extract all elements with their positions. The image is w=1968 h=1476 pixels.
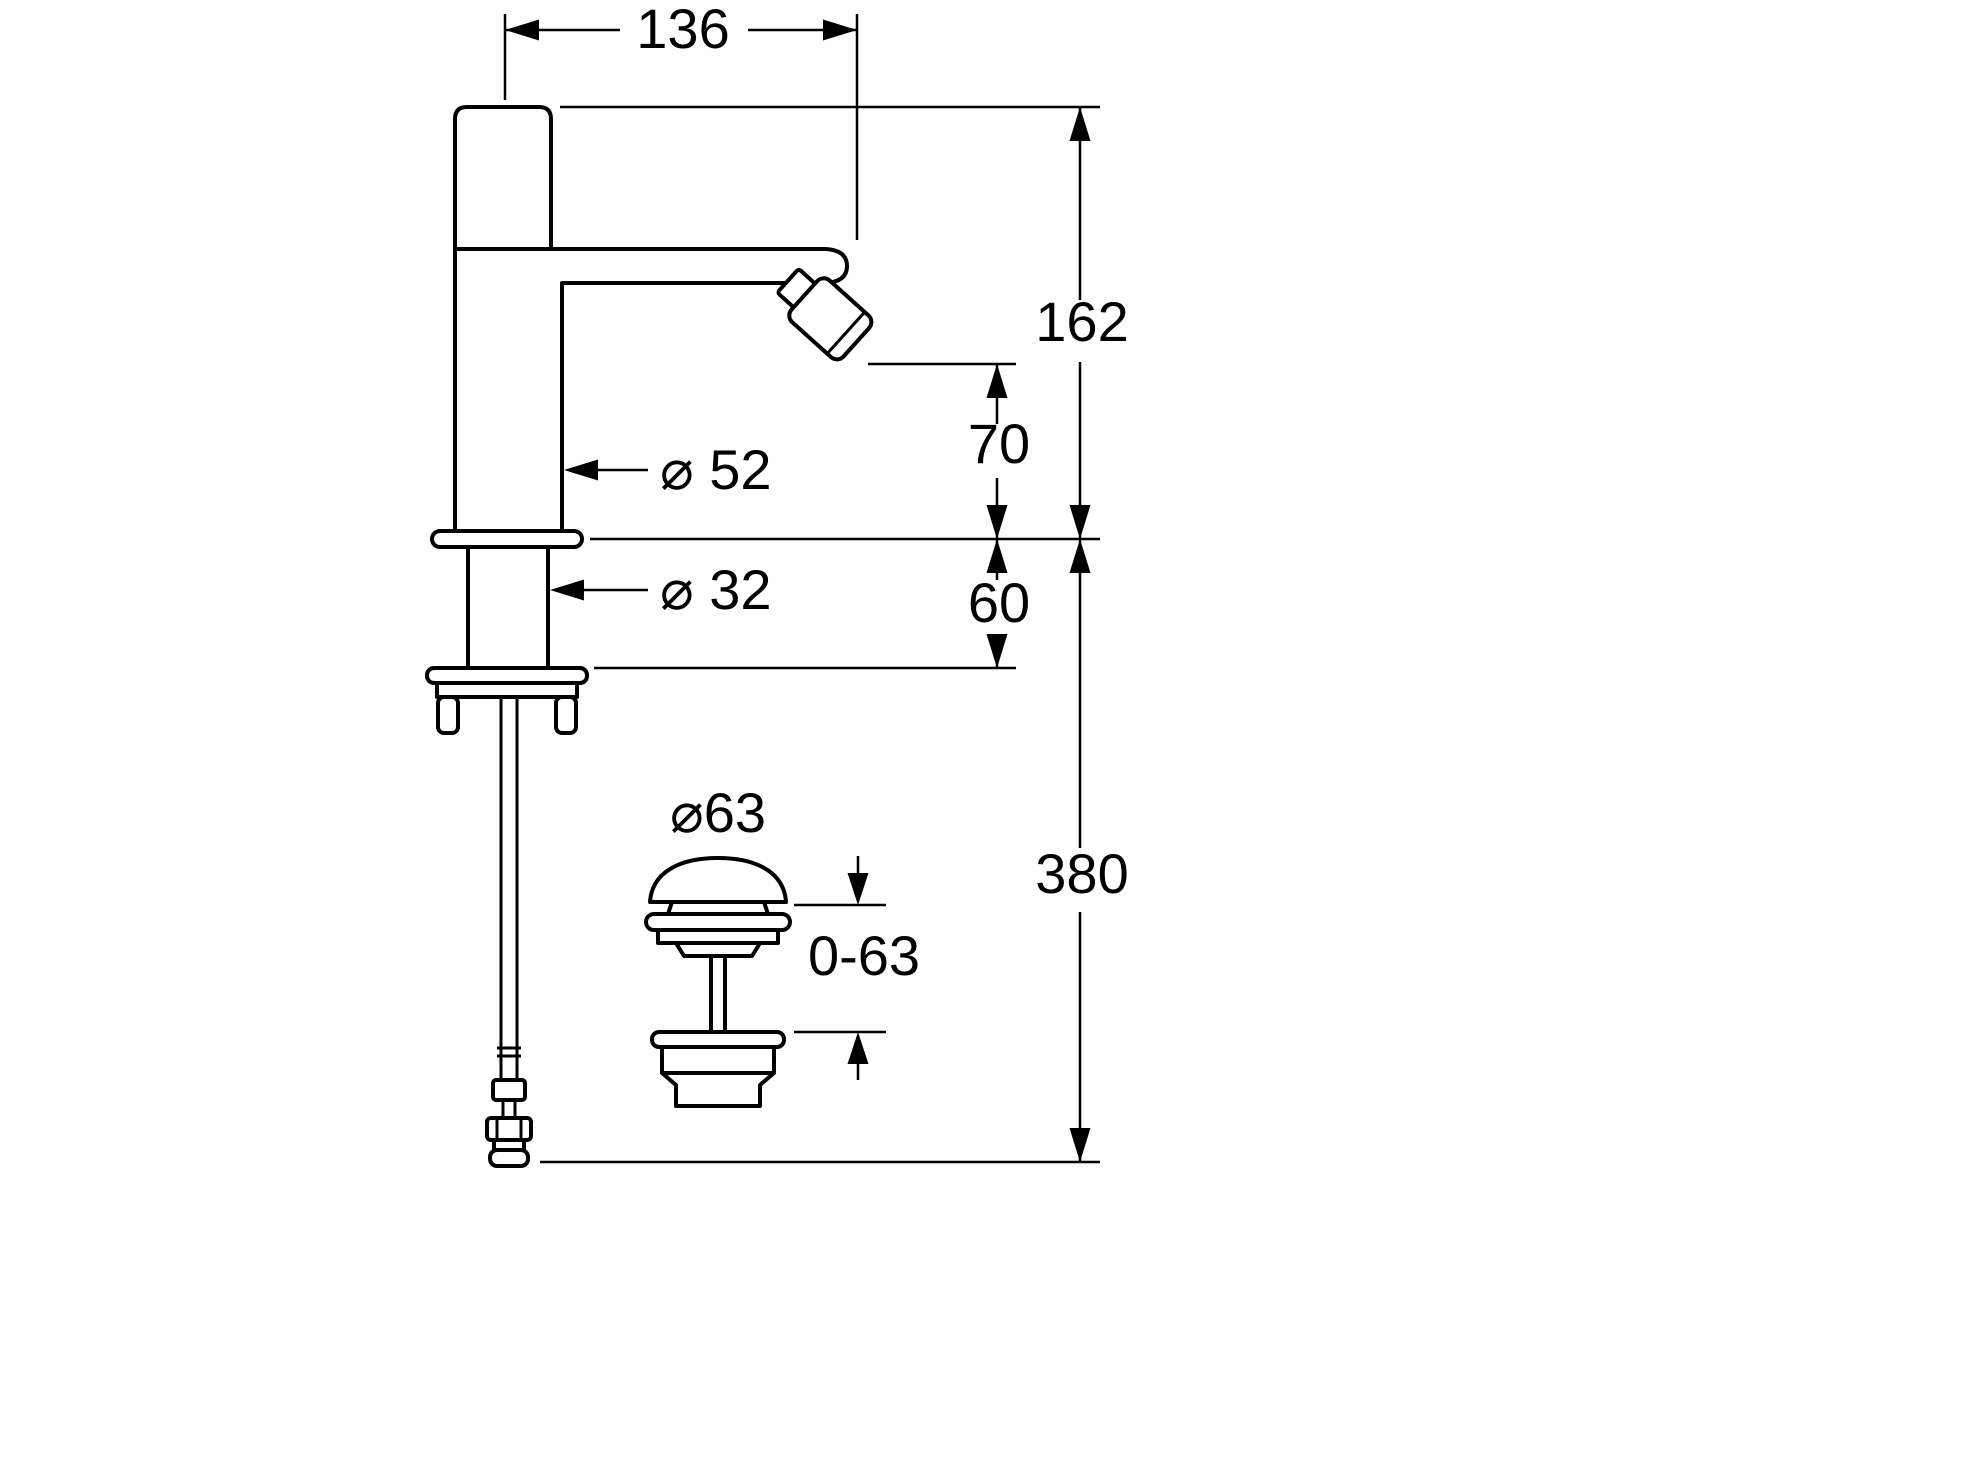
supply-pipe [485,697,533,1168]
mounting-washer-bottom [435,681,579,699]
dim-dia-52: ⌀ 52 [564,438,772,501]
spray-head [776,268,874,362]
pipe-fitting [491,1078,527,1102]
arrowhead-up [986,364,1008,398]
mounting-stud-right [554,695,578,735]
dim-dia52-label: ⌀ 52 [660,438,772,501]
arrowhead-up [847,1032,869,1064]
dim-dia32-label: ⌀ 32 [660,558,772,621]
dim-dia-32: ⌀ 32 [550,558,772,621]
arrowhead-down [986,634,1008,668]
dim-136: 136 [503,0,859,240]
pipe-end-nut [488,1148,530,1168]
pipe-nut [485,1116,533,1142]
dim-380: 380 [540,539,1129,1164]
waste-flange [644,912,792,932]
arrowhead-left [505,19,539,41]
arrowhead-right [823,19,857,41]
arrowhead-down [986,505,1008,539]
waste-body-bottom [660,1071,776,1108]
faucet [425,105,874,1168]
waste-body-plate [650,1030,786,1049]
dim-60-label: 60 [968,571,1030,634]
dim-162: 162 [560,105,1129,541]
dim-70: 70 [868,362,1030,539]
spray-head-cylinder [787,276,874,362]
spray-head-face-line [826,311,866,355]
dim-380-label: 380 [1035,842,1128,905]
waste-body-mid [660,1045,776,1075]
arrowhead-down [847,873,869,905]
dim-dia63-label: ⌀63 [670,781,766,844]
dim-dia-63: ⌀63 [670,781,766,844]
dim-162-label: 162 [1035,290,1128,353]
dim-136-label: 136 [636,0,729,60]
dim-0-63: 0-63 [794,856,920,1080]
popup-waste [644,856,792,1108]
waste-dome-cap [648,856,788,904]
shank [466,545,550,670]
mounting-washer-top [425,666,589,685]
leader-arrowhead [550,579,584,601]
arrowhead-up [986,539,1008,573]
dim-60: 60 [594,539,1030,670]
leader-arrowhead [564,459,598,481]
waste-taper-ring [674,941,762,958]
handle [453,105,553,251]
dim-70-label: 70 [968,412,1030,475]
dim-0-63-label: 0-63 [808,924,920,987]
deck-flange [430,529,584,549]
mounting-stud-left [436,695,460,735]
arrowhead-down [1069,1128,1091,1162]
waste-stem [709,954,727,1034]
arrowhead-up [1069,107,1091,141]
arrowhead-up [1069,539,1091,573]
arrowhead-down [1069,505,1091,539]
